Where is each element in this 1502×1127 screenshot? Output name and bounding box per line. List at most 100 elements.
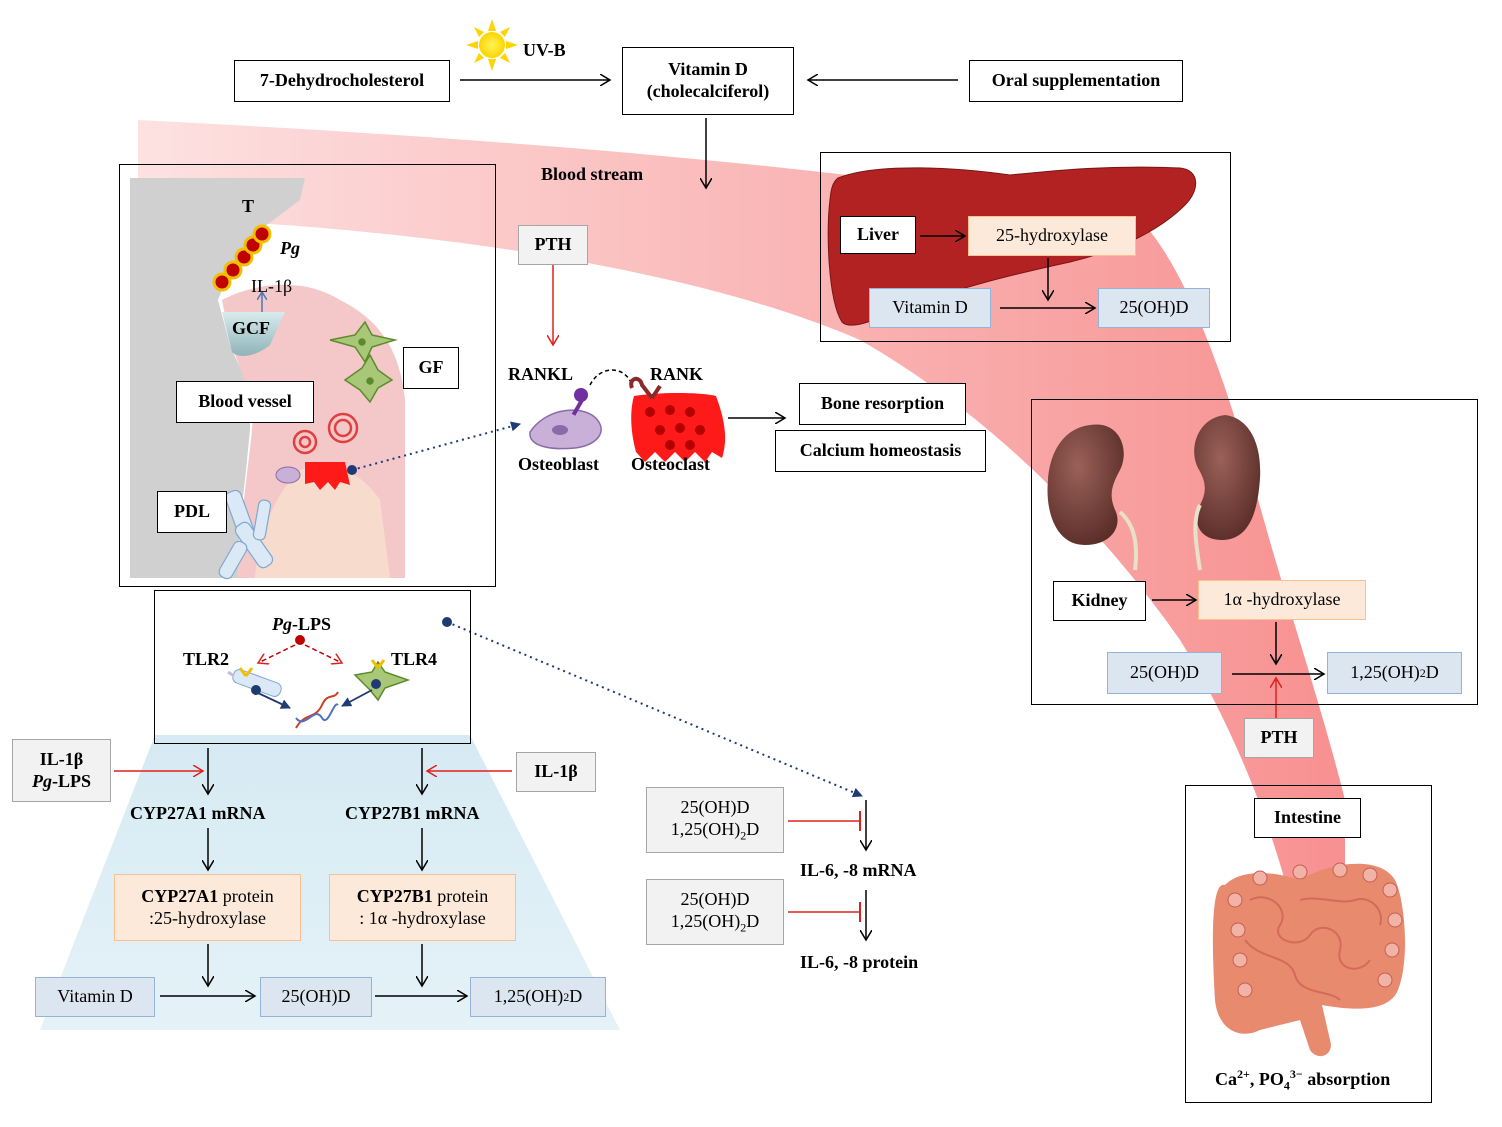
cyp27a1-protein-box: CYP27A1 protein :25-hydroxylase <box>114 874 301 941</box>
inhibitor-2-line2: 1,25(OH)2D <box>671 911 760 935</box>
local-calcitriol-base: 1,25(OH) <box>493 986 564 1007</box>
kidney-calcitriol-end: D <box>1425 662 1439 683</box>
blood-vessel-box: Blood vessel <box>176 381 314 423</box>
inhibitor-2-base: 1,25(OH) <box>670 910 741 931</box>
intestine-organ <box>1212 862 1406 1057</box>
dna-icon <box>295 691 339 729</box>
il6-8-mrna-label: IL-6, -8 mRNA <box>800 860 917 880</box>
periodontal-panel <box>119 164 496 587</box>
small-osteoblast <box>275 466 301 484</box>
inhibitor-box-1: 25(OH)D 1,25(OH)2D <box>646 787 784 853</box>
inhibitor-1-line1: 25(OH)D <box>680 797 750 818</box>
blood-stream-label: Blood stream <box>541 164 644 184</box>
tlr-signaling-graphic <box>227 635 411 729</box>
cyp27a1-protein-line2: :25-hydroxylase <box>149 907 266 928</box>
right-stimuli-box: IL-1β <box>516 752 596 792</box>
kidney-calcitriol-sub: 2 <box>1419 665 1426 680</box>
left-stimuli-box: IL-1β Pg-LPS <box>12 739 111 802</box>
inhibitor-1-base: 1,25(OH) <box>670 818 741 839</box>
kidney-25ohd-box: 25(OH)D <box>1107 652 1222 694</box>
cyp27b1-protein-bold: CYP27B1 <box>356 885 433 906</box>
tlr2-label: TLR2 <box>183 649 230 669</box>
cyp27a1-protein-bold: CYP27A1 <box>141 885 219 906</box>
local-calcitriol-sub: 2 <box>563 989 570 1004</box>
periodontal-tissue-illustration <box>130 178 405 580</box>
small-osteoclast <box>305 462 350 490</box>
il1b-label: IL-1β <box>251 276 293 296</box>
bone-tissue <box>255 466 390 578</box>
pg-lps-suffix: -LPS <box>292 614 332 634</box>
rankl-rank-binding <box>589 369 633 386</box>
vitamin-d-box: Vitamin D (cholecalciferol) <box>622 47 794 115</box>
uvb-label: UV-B <box>523 40 566 60</box>
pg-lps-italic: Pg <box>272 614 292 634</box>
link-periodontal-to-bone <box>347 421 521 475</box>
osteoclast-label: Osteoclast <box>631 454 710 474</box>
bone-resorption-box: Bone resorption <box>799 383 966 425</box>
25-hydroxylase-box: 25-hydroxylase <box>968 216 1136 256</box>
absorption-text: absorption <box>1302 1069 1391 1089</box>
gcf-region <box>222 312 285 356</box>
inhibitor-2-sub: 2 <box>740 920 747 935</box>
gf-box: GF <box>403 347 459 389</box>
vitamin-d-line2: (cholecalciferol) <box>646 81 770 101</box>
oral-supplementation-box: Oral supplementation <box>969 60 1183 102</box>
inhibitor-2-line1: 25(OH)D <box>680 889 750 910</box>
osteoblast-label: Osteoblast <box>518 454 599 474</box>
intestine-panel <box>1185 785 1432 1103</box>
kidney-calcitriol-base: 1,25(OH) <box>1350 662 1420 683</box>
inhibitor-box-2: 25(OH)D 1,25(OH)2D <box>646 879 784 945</box>
tooth <box>130 178 305 578</box>
vitamin-d-line1: Vitamin D <box>668 59 748 80</box>
cyp27a1-protein-line1: CYP27A1 protein <box>141 886 274 908</box>
il6-8-protein-label: IL-6, -8 protein <box>800 952 919 972</box>
inhibitor-2-end: D <box>746 910 760 931</box>
po-charge: 3− <box>1289 1067 1303 1081</box>
po-sub: 4 <box>1283 1078 1290 1093</box>
link-tlr-to-il6 <box>442 617 863 798</box>
liver-25ohd-box: 25(OH)D <box>1098 288 1210 328</box>
left-stim-lps: -LPS <box>51 770 91 791</box>
pg-label: Pg <box>280 238 300 258</box>
pth-box: PTH <box>518 225 588 265</box>
gcf-label: GCF <box>232 318 270 338</box>
osteoclast-cell <box>629 376 726 462</box>
cyp27a1-mrna-label: CYP27A1 mRNA <box>130 803 266 823</box>
left-stim-pglps: Pg-LPS <box>32 771 91 793</box>
local-vitamin-d-box: Vitamin D <box>35 977 155 1017</box>
osteoblast-cell <box>529 388 602 450</box>
ca-text: Ca <box>1215 1069 1237 1089</box>
tooth-label: T <box>242 196 255 216</box>
7-dehydrocholesterol-box: 7-Dehydrocholesterol <box>234 60 450 102</box>
pg-lps-label: Pg-LPS <box>272 614 331 635</box>
inhibitor-1-end: D <box>746 818 760 839</box>
rank-label: RANK <box>650 364 703 384</box>
local-25ohd-box: 25(OH)D <box>260 977 372 1017</box>
cyp27b1-protein-line2: : 1α -hydroxylase <box>359 907 486 928</box>
pg-bacteria-icon <box>212 224 272 292</box>
pdl-fibers <box>218 489 274 580</box>
left-stim-il1b: IL-1β <box>39 748 84 769</box>
local-calcitriol-end: D <box>569 986 583 1007</box>
intestine-box: Intestine <box>1254 798 1361 838</box>
tlr-panel <box>154 590 471 744</box>
cyp27a1-protein-rest: protein <box>218 885 274 906</box>
cyp27b1-protein-box: CYP27B1 protein : 1α -hydroxylase <box>329 874 516 941</box>
liver-vitamin-d-box: Vitamin D <box>869 288 991 328</box>
ca-charge: 2+ <box>1237 1067 1250 1081</box>
pdl-box: PDL <box>157 491 227 533</box>
left-stim-pg: Pg <box>31 770 52 791</box>
po-text: , PO <box>1249 1069 1284 1089</box>
inhibitor-1-sub: 2 <box>740 828 747 843</box>
liver-panel <box>820 152 1231 342</box>
liver-box: Liver <box>840 216 916 254</box>
cyp27b1-protein-rest: protein <box>432 885 489 906</box>
rankl-label: RANKL <box>508 364 574 384</box>
fibroblast-cells <box>329 320 398 404</box>
absorption-label: Ca2+, PO43− absorption <box>1215 1067 1391 1093</box>
blood-stream-band <box>138 120 1345 900</box>
